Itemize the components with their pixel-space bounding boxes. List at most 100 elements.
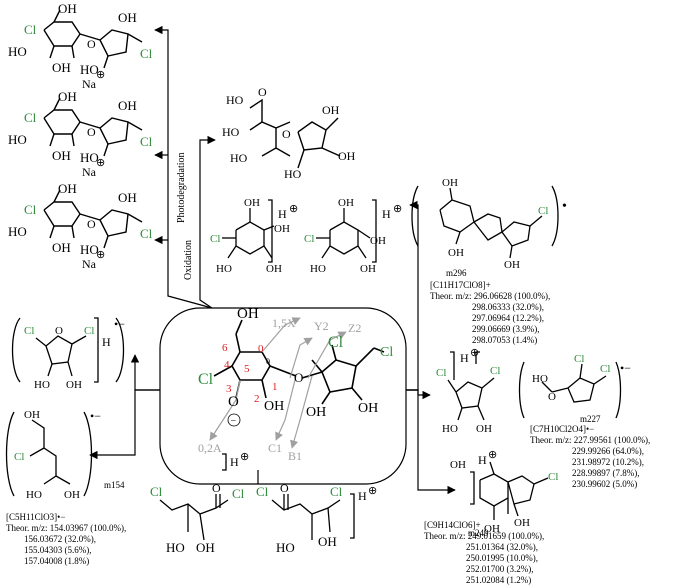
m154-peak-4: 157.04008 (1.8%) bbox=[24, 556, 89, 566]
m249-oh-2: OH bbox=[484, 523, 500, 535]
m249-oh-3: OH bbox=[514, 517, 530, 529]
m296-oh-3: OH bbox=[504, 259, 520, 271]
h2-plus: ⊕ bbox=[393, 203, 402, 215]
ring-number-4: 4 bbox=[224, 359, 230, 371]
h1-cl: Cl bbox=[210, 233, 220, 245]
m296-theor-line: Theor. m/z: 296.06628 (100.0%), bbox=[430, 291, 550, 301]
m296-oh-2: OH bbox=[448, 247, 464, 259]
m154-oh: OH bbox=[24, 409, 40, 421]
m154-cl: Cl bbox=[14, 451, 24, 463]
fragment-m296-data: [C11H17ClO8]+ Theor. m/z: 296.06628 (100… bbox=[430, 280, 550, 345]
ring-number-3: 3 bbox=[226, 383, 232, 395]
m227-peak-3: 231.98972 (10.2%), bbox=[572, 457, 644, 467]
fragment-label-y2: Y2 bbox=[314, 319, 329, 333]
h2-oh-1: OH bbox=[338, 197, 354, 209]
right-arrow-m296 bbox=[406, 200, 419, 391]
m227h-ho: HO bbox=[442, 423, 458, 435]
m154-label: m154 bbox=[104, 480, 125, 490]
m249-cl: Cl bbox=[548, 471, 558, 483]
ox-oh-1: OH bbox=[322, 103, 340, 117]
ring-number-1: 1 bbox=[272, 381, 278, 393]
ring-number-6: 6 bbox=[222, 342, 228, 354]
bottom-dichloro-ketone-2: Cl O Cl HO OH H ⊕ bbox=[256, 481, 377, 555]
bk1-plus: ⊕ bbox=[240, 451, 249, 463]
lf-cl-1: Cl bbox=[24, 325, 34, 337]
bk1-cl-1: Cl bbox=[150, 484, 163, 499]
central-cl-1prime: Cl bbox=[328, 334, 344, 351]
h2-h-plus: H bbox=[382, 207, 391, 221]
oh: OH bbox=[58, 1, 77, 16]
m227-cl-2: Cl bbox=[600, 363, 610, 375]
m227-ho: HO bbox=[532, 373, 548, 385]
m249-plus: ⊕ bbox=[488, 449, 497, 461]
lf-radical-anion: •− bbox=[114, 317, 125, 331]
ho: HO bbox=[8, 44, 27, 59]
ox-o-1: O bbox=[258, 85, 267, 99]
fragment-m227-data: [C7H10Cl2O4]•− Theor. m/z: 227.99561 (10… bbox=[530, 424, 650, 489]
bk2-o: O bbox=[280, 481, 289, 495]
m249-h: H bbox=[478, 453, 487, 467]
m154-ho: HO bbox=[26, 489, 42, 501]
h1-oh-2: OH bbox=[266, 263, 282, 275]
fragment-label-c1: C1 bbox=[268, 441, 282, 455]
ring-oxygen-sup-0: 0 bbox=[266, 357, 270, 366]
m296-radical: • bbox=[562, 199, 567, 214]
h2-oh-2: OH bbox=[360, 263, 376, 275]
ox-o-2: O bbox=[282, 127, 291, 141]
oxidation-arrow bbox=[199, 135, 216, 309]
central-structure-box bbox=[159, 307, 407, 485]
fragment-label-b1: B1 bbox=[288, 449, 302, 463]
photodegradation-arrow bbox=[154, 25, 213, 309]
bk1-oh: OH bbox=[196, 540, 215, 555]
h2-cl: Cl bbox=[304, 233, 314, 245]
m227-o: O bbox=[548, 391, 556, 403]
cl: Cl bbox=[140, 46, 153, 61]
fragment-label-z2: Z2 bbox=[348, 321, 361, 335]
bk2-oh: OH bbox=[318, 534, 337, 549]
fragment-m154-structure: OH Cl HO OH •− m154 bbox=[5, 409, 125, 501]
h2-oh-3: OH bbox=[370, 235, 386, 247]
lf-o: O bbox=[55, 325, 63, 337]
m249-peak-2: 251.01364 (32.0%), bbox=[466, 542, 538, 552]
bk1-cl-2: Cl bbox=[232, 486, 245, 501]
m154-radical-anion: •− bbox=[90, 409, 101, 423]
bk2-plus: ⊕ bbox=[368, 485, 377, 497]
central-oh-6: OH bbox=[237, 306, 259, 322]
central-molecule: OH Cl O OH O Cl Cl OH OH − 6 4 5 3 2 1 0… bbox=[198, 306, 393, 463]
h2-ho: HO bbox=[310, 263, 326, 275]
left-furanose-h-plus: Cl Cl O HO OH H •− bbox=[11, 317, 125, 391]
m296-peak-3: 297.06964 (12.2%), bbox=[472, 313, 544, 323]
cl: Cl bbox=[24, 22, 37, 37]
m227h-h: H bbox=[460, 351, 469, 365]
m296-peak-2: 298.06333 (32.0%), bbox=[472, 302, 544, 312]
m249-peak-5: 251.02084 (1.2%) bbox=[466, 575, 531, 585]
ox-ho-3: HO bbox=[230, 151, 248, 165]
m249-peak-4: 252.01700 (3.2%), bbox=[466, 564, 534, 574]
bk2-cl-2: Cl bbox=[330, 484, 343, 499]
fragment-m227-h-plus-structure: Cl Cl HO OH H ⊕ bbox=[436, 347, 500, 435]
oxidation-product: HO O HO HO O OH OH HO bbox=[222, 85, 356, 181]
m227-formula: [C7H10Cl2O4]•− bbox=[530, 424, 594, 434]
fragment-m249-data: [C9H14ClO6]+ Theor. m/z: 249.01659 (100.… bbox=[424, 520, 544, 585]
bk2-ho: HO bbox=[276, 540, 295, 555]
m227-cl-1: Cl bbox=[574, 353, 584, 365]
fragment-m154-data: [C5H11ClO3]•− Theor. m/z: 154.03967 (100… bbox=[6, 512, 126, 566]
ring-number-2: 2 bbox=[254, 393, 260, 405]
central-oh-3prime: OH bbox=[358, 401, 378, 416]
central-glycosidic-o: O bbox=[294, 370, 303, 385]
m227h-plus: ⊕ bbox=[470, 347, 479, 359]
h1-oh-3: OH bbox=[274, 223, 290, 235]
ox-ho-1: HO bbox=[226, 93, 244, 107]
h1-oh-1: OH bbox=[244, 197, 260, 209]
ox-ho-2: HO bbox=[222, 125, 240, 139]
oh: OH bbox=[118, 10, 137, 25]
m227-peak-4: 228.99897 (7.8%), bbox=[572, 468, 640, 478]
m227-peak-5: 230.99602 (5.0%) bbox=[572, 479, 637, 489]
pathway-arrows bbox=[89, 25, 456, 495]
fragment-m227-structure: HO O Cl Cl •− m227 bbox=[518, 353, 631, 424]
m154-oh-2: OH bbox=[64, 489, 80, 501]
bk2-h: H bbox=[358, 489, 367, 503]
bk1-o: O bbox=[212, 481, 221, 495]
h1-ho: HO bbox=[216, 263, 232, 275]
bk2-cl-1: Cl bbox=[256, 484, 269, 499]
